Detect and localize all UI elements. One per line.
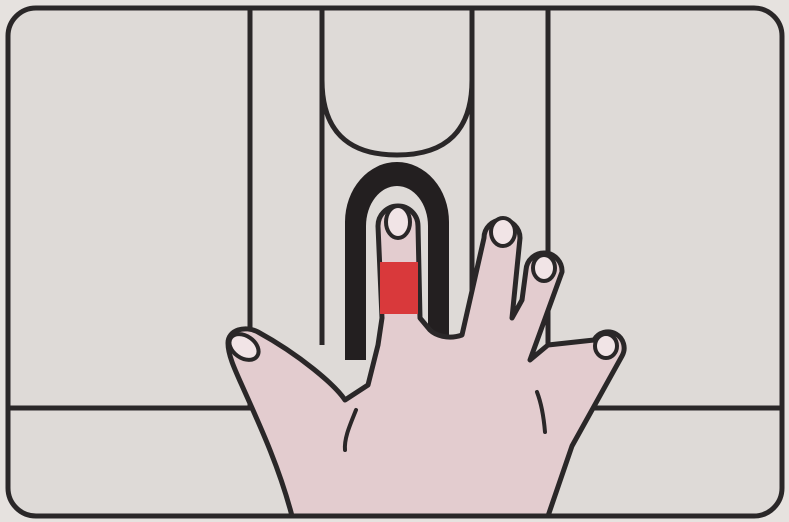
finger-red-band bbox=[380, 262, 418, 314]
ring-fingernail bbox=[533, 255, 555, 281]
middle-fingernail bbox=[491, 218, 515, 246]
index-fingernail bbox=[386, 206, 410, 238]
pinky-fingernail bbox=[595, 334, 617, 358]
